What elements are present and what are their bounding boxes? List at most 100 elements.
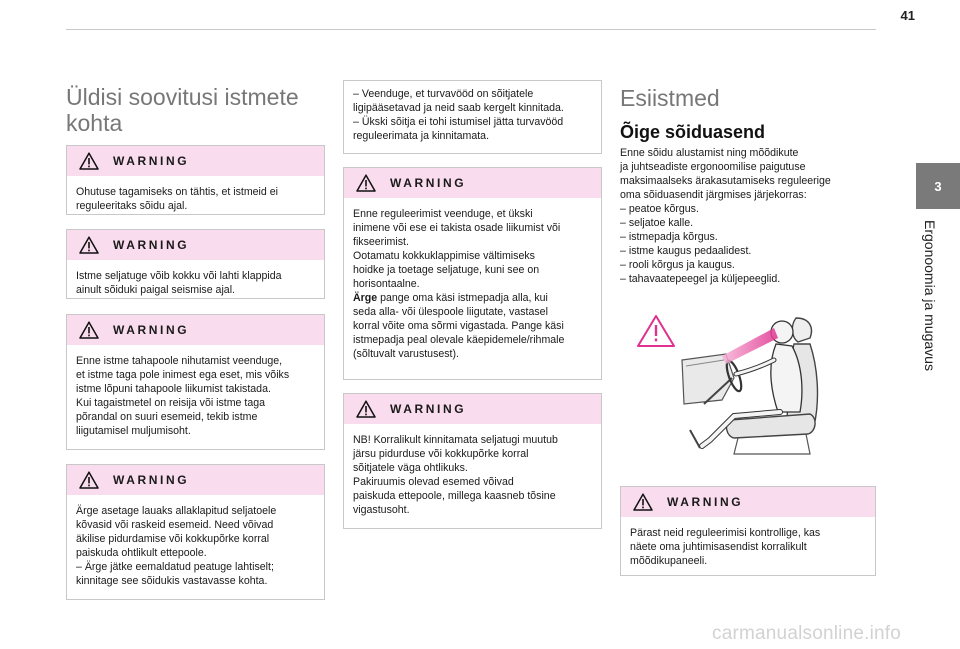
text-line: Enne istme tahapoole nihutamist veenduge…	[76, 355, 283, 367]
emphasis-word: Ärge	[353, 292, 378, 304]
text-line: istmepadja peal olevale käepidemele/rihm…	[353, 334, 565, 346]
text-line: oma sõiduasendit järgmises järjekorras:	[620, 189, 807, 201]
warning-triangle-icon	[356, 400, 376, 418]
warning-text: Ohutuse tagamiseks on tähtis, et istmeid…	[67, 176, 324, 221]
chapter-title: Ergonoomia ja mugavus	[922, 220, 938, 371]
text-line: NB! Korralikult kinnitamata seljatugi mu…	[353, 434, 558, 446]
warning-text: Enne istme tahapoole nihutamist veenduge…	[67, 345, 324, 446]
warning-text: Pärast neid reguleerimisi kontrollige, k…	[621, 517, 875, 576]
text-line: Pärast neid reguleerimisi kontrollige, k…	[630, 527, 821, 539]
text-line: – Veenduge, et turvavööd on sõitjatele	[353, 88, 534, 100]
chapter-tab[interactable]: 3	[916, 163, 960, 209]
list-item: – istmepadja kõrgus.	[620, 231, 718, 243]
warning-triangle-icon	[79, 152, 99, 170]
section-heading-line: kohta	[66, 110, 123, 136]
text-line: ligipääsetavad ja neid saab kergelt kinn…	[353, 102, 564, 114]
warning-title: WARNING	[113, 323, 190, 337]
warning-triangle-icon	[79, 236, 99, 254]
warning-title: WARNING	[390, 402, 467, 416]
warning-box: WARNING Pärast neid reguleerimisi kontro…	[620, 486, 876, 576]
pink-warning-icon	[637, 315, 675, 347]
warning-header: WARNING	[67, 146, 324, 176]
text-line: horisontaalne.	[353, 278, 420, 290]
warning-box: WARNING Enne istme tahapoole nihutamist …	[66, 314, 325, 450]
warning-title: WARNING	[390, 176, 467, 190]
warning-header: WARNING	[344, 168, 601, 198]
text-line: äkilise pidurdamise või kokkupõrke korra…	[76, 533, 270, 545]
text-line: seda alla- või ülespoole liigutate, vast…	[353, 306, 548, 318]
warning-text: Istme seljatuge võib kokku või lahti kla…	[67, 260, 324, 305]
section-heading: Üldisi soovitusi istmete kohta	[66, 84, 326, 136]
text-line: järsu pidurduse või kokkupõrke korral	[353, 448, 529, 460]
warning-title: WARNING	[113, 473, 190, 487]
section-heading: Esiistmed	[620, 85, 720, 111]
text-line: Pakiruumis olevad esemed võivad	[353, 476, 514, 488]
text-line: Istme seljatuge võib kokku või lahti kla…	[76, 270, 282, 282]
text-line: istme lõpuni tahapoole liikumist takista…	[76, 383, 271, 395]
text-line: Ärge asetage lauaks allaklapitud seljato…	[76, 505, 277, 517]
text-line: Ärge pange oma käsi istmepadja alla, kui	[353, 291, 592, 305]
text-line: Ohutuse tagamiseks on tähtis, et istmeid…	[76, 186, 278, 198]
text-line: paiskuda ettepoole, millega kaasneb tõsi…	[353, 490, 556, 502]
warning-header: WARNING	[67, 230, 324, 260]
text-line: vigastusoht.	[353, 504, 410, 516]
list-item: – peatoe kõrgus.	[620, 203, 699, 215]
list-item: – rooli kõrgus ja kaugus.	[620, 259, 735, 271]
warning-title: WARNING	[113, 154, 190, 168]
text-line: fikseerimist.	[353, 236, 409, 248]
warning-header: WARNING	[621, 487, 875, 517]
text-line: hoidke ja toetage seljatuge, kuni see on	[353, 264, 540, 276]
driving-position-illustration	[637, 315, 819, 455]
warning-triangle-icon	[356, 174, 376, 192]
warning-box: WARNING Ärge asetage lauaks allaklapitud…	[66, 464, 325, 600]
text-line: et istme taga pole inimest ega eset, mis…	[76, 369, 290, 381]
seatbelt-note-box: – Veenduge, et turvavööd on sõitjatele l…	[343, 80, 602, 154]
warning-text: Enne reguleerimist veenduge, et ükski in…	[344, 198, 601, 369]
warning-text: NB! Korralikult kinnitamata seljatugi mu…	[344, 424, 601, 525]
warning-title: WARNING	[113, 238, 190, 252]
warning-box: WARNING Istme seljatuge võib kokku või l…	[66, 229, 325, 299]
warning-triangle-icon	[79, 471, 99, 489]
text-line: reguleerimata ja kinnitamata.	[353, 130, 490, 142]
page-number: 41	[900, 8, 915, 23]
intro-paragraph: Enne sõidu alustamist ning mõõdikute ja …	[620, 146, 876, 286]
text-line: reguleeritaks sõidu ajal.	[76, 200, 188, 212]
text-fragment: pange oma käsi istmepadja alla, kui	[377, 292, 548, 304]
text-line: Kui tagaistmetel on reisija või istme ta…	[76, 397, 266, 409]
list-item: – tahavaatepeegel ja küljepeeglid.	[620, 273, 781, 285]
text-line: Ootamatu kokkuklappimise vältimiseks	[353, 250, 535, 262]
text-line: mõõdikupaneeli.	[630, 555, 708, 567]
list-item: – seljatoe kalle.	[620, 217, 694, 229]
warning-title: WARNING	[667, 495, 744, 509]
text-line: sõitjatele väga ohtlikuks.	[353, 462, 468, 474]
note-text: – Veenduge, et turvavööd on sõitjatele l…	[344, 81, 601, 151]
text-line: ainult sõiduki paigal seismise ajal.	[76, 284, 235, 296]
text-line: – Ärge jätke eemaldatud peatuge lahtisel…	[76, 561, 274, 573]
list-item: – istme kaugus pedaalidest.	[620, 245, 752, 257]
warning-header: WARNING	[67, 465, 324, 495]
watermark: carmanualsonline.info	[712, 623, 902, 644]
warning-triangle-icon	[79, 321, 99, 339]
subsection-heading: Õige sõiduasend	[620, 122, 766, 142]
warning-box: WARNING NB! Korralikult kinnitamata selj…	[343, 393, 602, 529]
warning-header: WARNING	[67, 315, 324, 345]
text-line: paiskuda ohtlikult ettepoole.	[76, 547, 207, 559]
text-line: ja juhtseadiste ergonoomilise paigutuse	[620, 161, 806, 173]
text-line: kõvasid või raskeid esemeid. Need võivad	[76, 519, 274, 531]
text-line: inimene või ese ei takista osade liikumi…	[353, 222, 561, 234]
section-heading-line: Üldisi soovitusi istmete	[66, 84, 299, 110]
text-line: Enne reguleerimist veenduge, et ükski	[353, 208, 533, 220]
warning-header: WARNING	[344, 394, 601, 424]
text-line: liigutamisel muljumisoht.	[76, 425, 191, 437]
text-line: Enne sõidu alustamist ning mõõdikute	[620, 147, 799, 159]
warning-box: WARNING Enne reguleerimist veenduge, et …	[343, 167, 602, 380]
text-line: kinnitage see sõidukis vastavasse kohta.	[76, 575, 268, 587]
warning-triangle-icon	[633, 493, 653, 511]
warning-text: Ärge asetage lauaks allaklapitud seljato…	[67, 495, 324, 596]
text-line: näete oma juhtimisasendist korralikult	[630, 541, 807, 553]
top-divider	[66, 29, 876, 30]
text-line: põrandal on suuri esemeid, tekib istme	[76, 411, 258, 423]
text-line: (sõltuvalt varustusest).	[353, 348, 459, 360]
text-line: – Ükski sõitja ei tohi istumisel jätta t…	[353, 116, 564, 128]
text-line: maksimaalseks ärakasutamiseks reguleerig…	[620, 175, 831, 187]
